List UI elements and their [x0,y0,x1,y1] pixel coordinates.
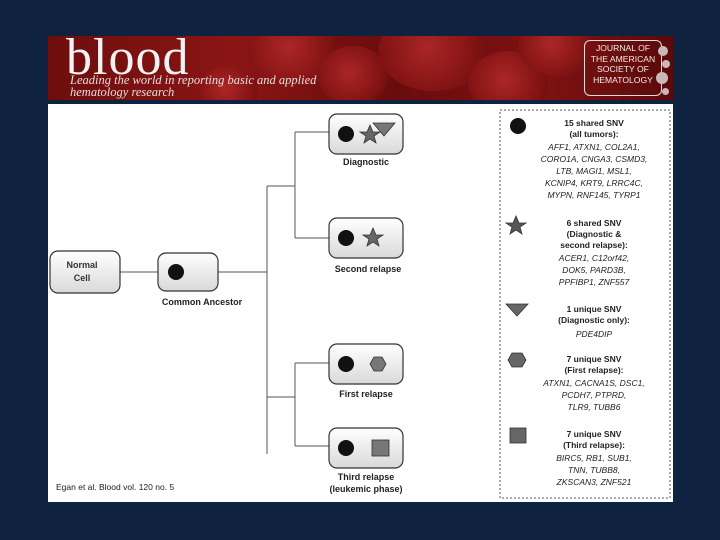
legend-5-genes-2: TNN, TUBB8, [568,465,620,475]
legend-4-title: 7 unique SNV [567,354,622,364]
legend-4-genes-2: PCDH7, PTPRD, [562,390,627,400]
journal-line-1: JOURNAL OF [595,43,651,53]
legend-5-genes-1: BIRC5, RB1, SUB1, [556,453,632,463]
third-relapse-box [328,427,404,469]
normal-cell-box [49,250,121,294]
tagline-line-2: hematology research [70,85,175,99]
legend-1-genes-3: LTB, MAGI1, MSL1, [556,166,631,176]
common-ancestor-box [157,252,219,292]
third-relapse-label-1: Third relapse [338,472,395,482]
legend-2-genes-1: ACER1, C12orf42, [558,253,629,263]
legend-2-subtitle-2: second relapse): [560,240,628,250]
legend-1-genes-4: KCNIP4, KRT9, LRRC4C, [545,178,643,188]
third-relapse-label-2: (leukemic phase) [329,484,402,494]
legend-5-subtitle: (Third relapse): [563,440,625,450]
legend-1-genes-1: AFF1, ATXN1, COL2A1, [547,142,640,152]
diagnostic-label: Diagnostic [343,157,389,167]
common-ancestor-label: Common Ancestor [162,297,243,307]
legend-1-genes-2: CORO1A, CNGA3, CSMD3, [541,154,648,164]
legend-4-genes-1: ATXN1, CACNA1S, DSC1, [542,378,644,388]
legend-triangle-icon [505,303,529,317]
second-relapse-label: Second relapse [335,264,402,274]
diagnostic-triangle-icon [372,122,396,137]
journal-line-4: HEMATOLOGY [593,74,653,85]
legend-1-subtitle: (all tumors): [569,129,618,139]
legend-entry-4: 7 unique SNV (First relapse): ATXN1, CAC… [542,354,644,412]
legend-4-subtitle: (First relapse): [564,365,623,375]
phylogeny-diagram: Normal Cell Common Ancestor Diagnostic S… [49,109,671,499]
legend-entry-2: 6 shared SNV (Diagnostic & second relaps… [558,218,630,287]
legend-1-genes-5: MYPN, RNF145, TYRP1 [547,190,640,200]
first-relapse-box [328,343,404,385]
journal-tagline: Leading the world in reporting basic and… [70,73,317,99]
legend-2-genes-3: PPFIBP1, ZNF557 [559,277,630,287]
legend-2-subtitle-1: (Diagnostic & [567,229,622,239]
third-relapse-square-icon [371,439,390,457]
legend-hexagon-icon [507,352,527,368]
legend-entry-5: 7 unique SNV (Third relapse): BIRC5, RB1… [556,429,632,487]
tree-connectors [120,131,329,454]
journal-banner: blood Leading the world in reporting bas… [48,36,673,100]
ash-journal-box: JOURNAL OF THE AMERICAN SOCIETY OF HEMAT… [584,40,662,96]
shared-snv-circle-icon [168,264,184,280]
journal-line-2: THE AMERICAN [590,53,656,64]
first-relapse-circle-icon [338,356,354,372]
legend-entry-3: 1 unique SNV (Diagnostic only): PDE4DIP [558,304,630,339]
legend-entry-1: 15 shared SNV (all tumors): AFF1, ATXN1,… [541,118,648,200]
blood-logo: blood [66,36,190,86]
normal-cell-label-2: Cell [74,273,91,283]
legend-2-genes-2: DOK5, PARD3B, [562,265,626,275]
tagline-line-1: Leading the world in reporting basic and… [70,73,317,87]
second-relapse-circle-icon [338,230,354,246]
diagnostic-circle-icon [338,126,354,142]
legend-4-genes-3: TLR9, TUBB6 [568,402,621,412]
first-relapse-hexagon-icon [369,356,387,372]
figure-panel: Normal Cell Common Ancestor Diagnostic S… [48,104,673,502]
legend-3-subtitle: (Diagnostic only): [558,315,630,325]
normal-cell-label-1: Normal [66,260,97,270]
legend-circle-icon [510,118,526,134]
legend-1-title: 15 shared SNV [564,118,624,128]
legend-5-title: 7 unique SNV [567,429,622,439]
legend-3-genes-1: PDE4DIP [576,329,613,339]
citation-text: Egan et al. Blood vol. 120 no. 5 [56,482,175,492]
third-relapse-circle-icon [338,440,354,456]
legend-5-genes-3: ZKSCAN3, ZNF521 [556,477,632,487]
first-relapse-label: First relapse [339,389,393,399]
journal-line-3: SOCIETY OF [597,64,649,74]
legend-2-title: 6 shared SNV [567,218,622,228]
second-relapse-box [328,217,404,259]
diagnostic-star-icon [358,123,382,144]
legend-3-title: 1 unique SNV [567,304,622,314]
legend-square-icon [509,427,527,444]
legend-star-icon [504,214,528,235]
decorative-dots-icon [648,42,672,98]
second-relapse-star-icon [361,226,385,247]
